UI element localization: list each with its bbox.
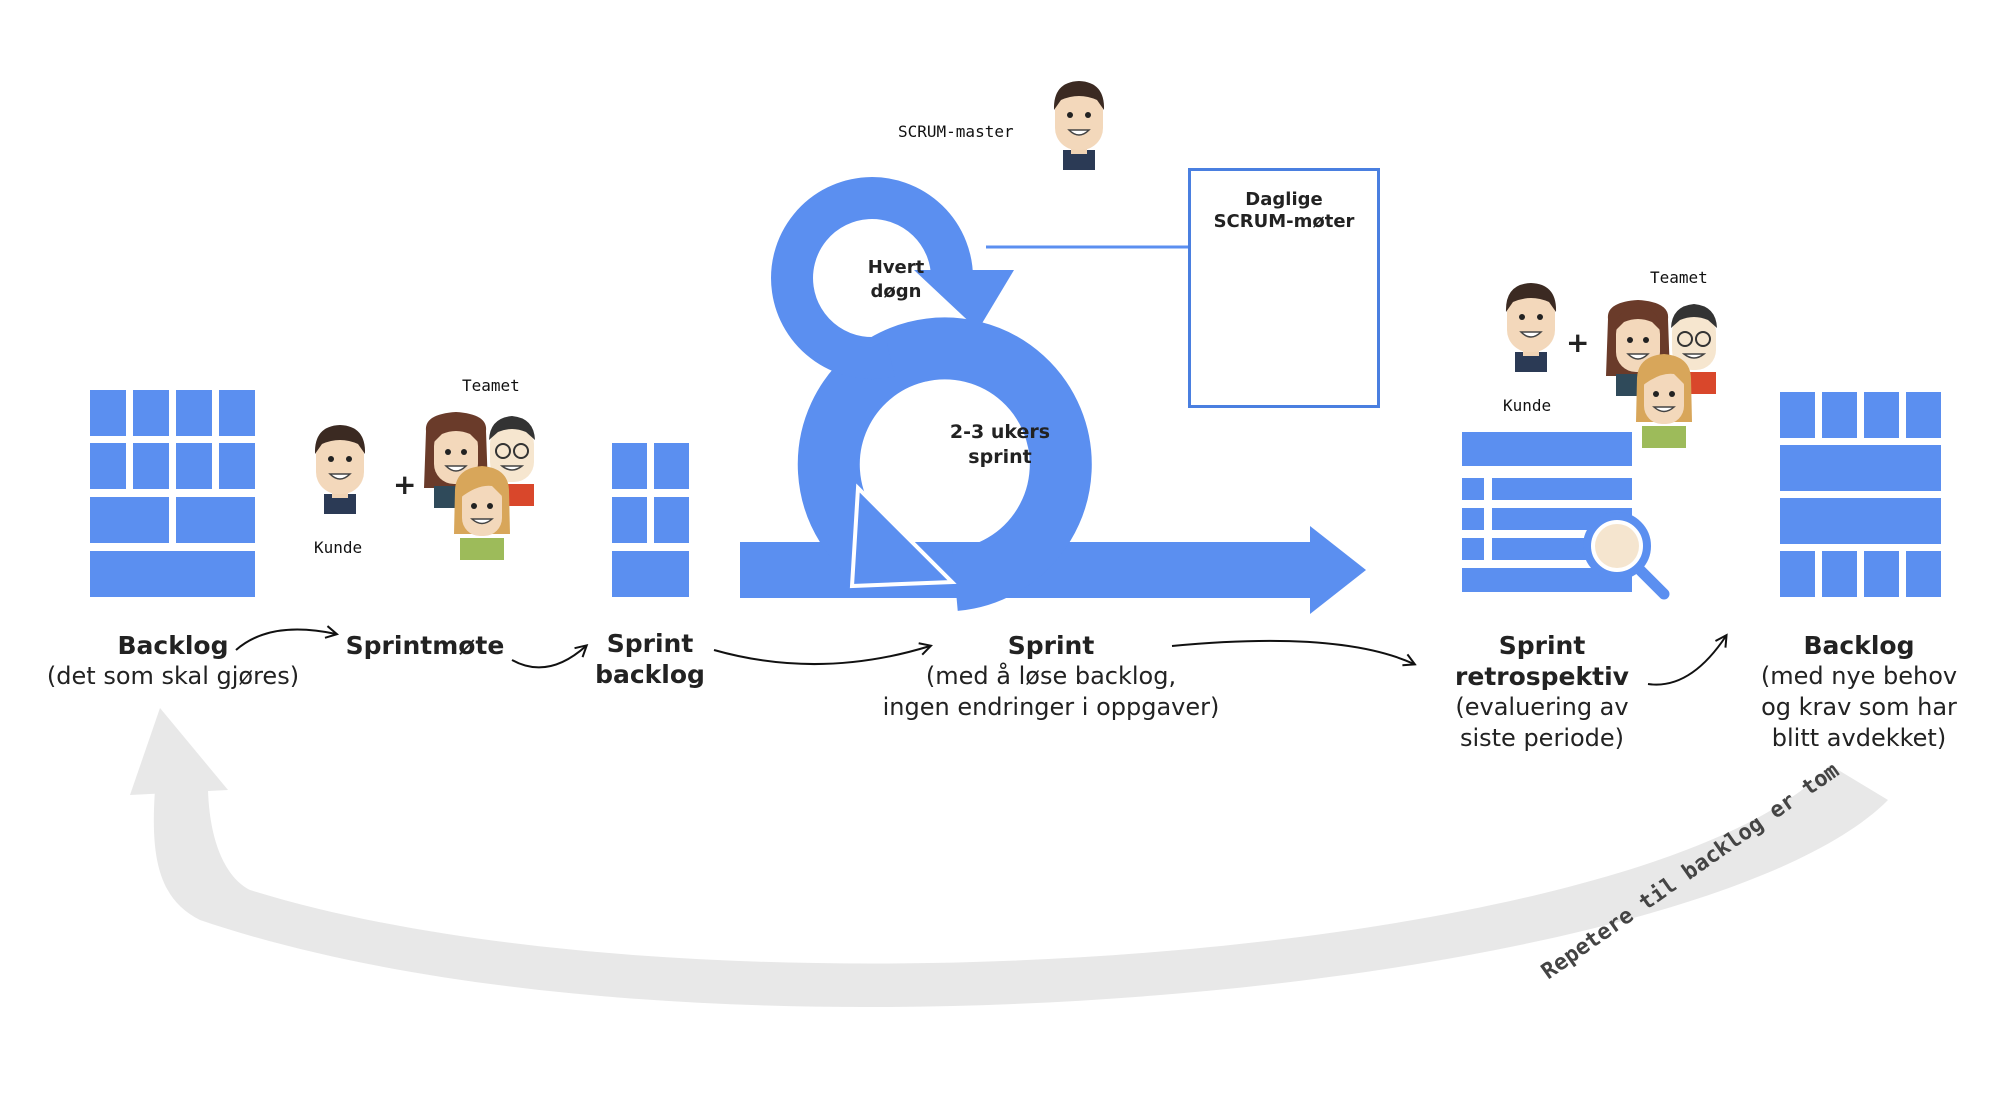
repeat-loop-arrow-body	[153, 765, 1888, 1008]
step-sprint-backlog-title1: Sprint	[606, 629, 694, 658]
step-retrospektiv-desc1: (evaluering av	[1455, 693, 1629, 721]
kunde-1-label: Kunde	[314, 538, 363, 557]
step-backlog-desc: (det som skal gjøres)	[46, 662, 300, 690]
step-sprintmote: Sprintmøte	[340, 630, 510, 661]
step-retrospektiv-desc2: siste periode)	[1459, 724, 1625, 752]
scrum-master-avatar	[1053, 80, 1105, 171]
step-sprint-desc2: ingen endringer i oppgaver)	[882, 693, 1220, 721]
flow-arrow-4	[1171, 639, 1414, 664]
step-backlog-new-desc3: blitt avdekket)	[1771, 724, 1947, 752]
team-2-avatars	[1606, 300, 1717, 448]
plus-sign-1: +	[393, 468, 416, 501]
team-1-avatars	[424, 412, 535, 560]
step-sprint-title: Sprint	[1007, 631, 1095, 660]
big-loop-label-line2: sprint	[968, 446, 1032, 468]
small-loop-label-line2: døgn	[870, 281, 922, 302]
step-retrospektiv-title: Sprint retrospektiv	[1455, 631, 1629, 691]
flow-arrow-5	[1647, 636, 1726, 686]
daily-scrum-title: Daglige SCRUM-møter	[1191, 189, 1377, 233]
sprint-backlog-grid-icon	[612, 443, 689, 597]
flow-arrow-3	[713, 646, 930, 666]
plus-sign-2: +	[1566, 326, 1589, 359]
step-retrospektiv: Sprint retrospektiv (evaluering av siste…	[1412, 630, 1672, 754]
kunde-2-avatar	[1505, 282, 1557, 373]
big-loop-label: 2-3 ukers sprint	[920, 420, 1080, 470]
backlog-grid-icon	[90, 390, 255, 597]
step-backlog-new: Backlog (med nye behov og krav som har b…	[1744, 630, 1974, 754]
flow-arrow-1	[235, 630, 336, 651]
step-backlog-title: Backlog	[117, 631, 229, 660]
kunde-2-label: Kunde	[1503, 396, 1552, 415]
flow-arrows	[235, 630, 1726, 686]
backlog-new-grid-icon	[1780, 392, 1941, 597]
teamet-2-label: Teamet	[1650, 268, 1708, 287]
flow-arrow-2	[511, 646, 586, 669]
repeat-label: Repetere til backlog er tom	[1537, 758, 1844, 985]
step-backlog-new-desc2: og krav som har	[1761, 693, 1957, 721]
teamet-1-label: Teamet	[462, 376, 520, 395]
magnifier-icon	[1583, 512, 1670, 600]
repeat-loop-arrowhead	[130, 708, 228, 795]
daily-scrum-title-line2: SCRUM-møter	[1213, 211, 1355, 232]
step-sprintmote-title: Sprintmøte	[345, 631, 505, 660]
daily-cycle-small-loop	[771, 177, 1014, 379]
step-sprint-backlog: Sprint backlog	[588, 628, 712, 690]
step-backlog-new-desc1: (med nye behov	[1760, 662, 1958, 690]
kunde-1-avatar	[314, 424, 366, 515]
step-sprint: Sprint (med å løse backlog, ingen endrin…	[866, 630, 1236, 723]
step-sprint-backlog-title2: backlog	[595, 660, 705, 689]
scrum-master-label: SCRUM-master	[898, 122, 1014, 141]
daily-scrum-box: Daglige SCRUM-møter	[1188, 168, 1380, 408]
small-loop-label-line1: Hvert	[867, 257, 925, 278]
daily-scrum-title-line1: Daglige	[1245, 189, 1323, 210]
big-loop-label-line1: 2-3 ukers	[949, 421, 1051, 443]
step-backlog: Backlog (det som skal gjøres)	[40, 630, 306, 692]
sprint-cycle-big-loop	[797, 317, 1092, 611]
small-loop-label: Hvert døgn	[836, 256, 956, 304]
step-sprint-desc1: (med å løse backlog,	[925, 662, 1177, 690]
step-backlog-new-title: Backlog	[1803, 631, 1915, 660]
